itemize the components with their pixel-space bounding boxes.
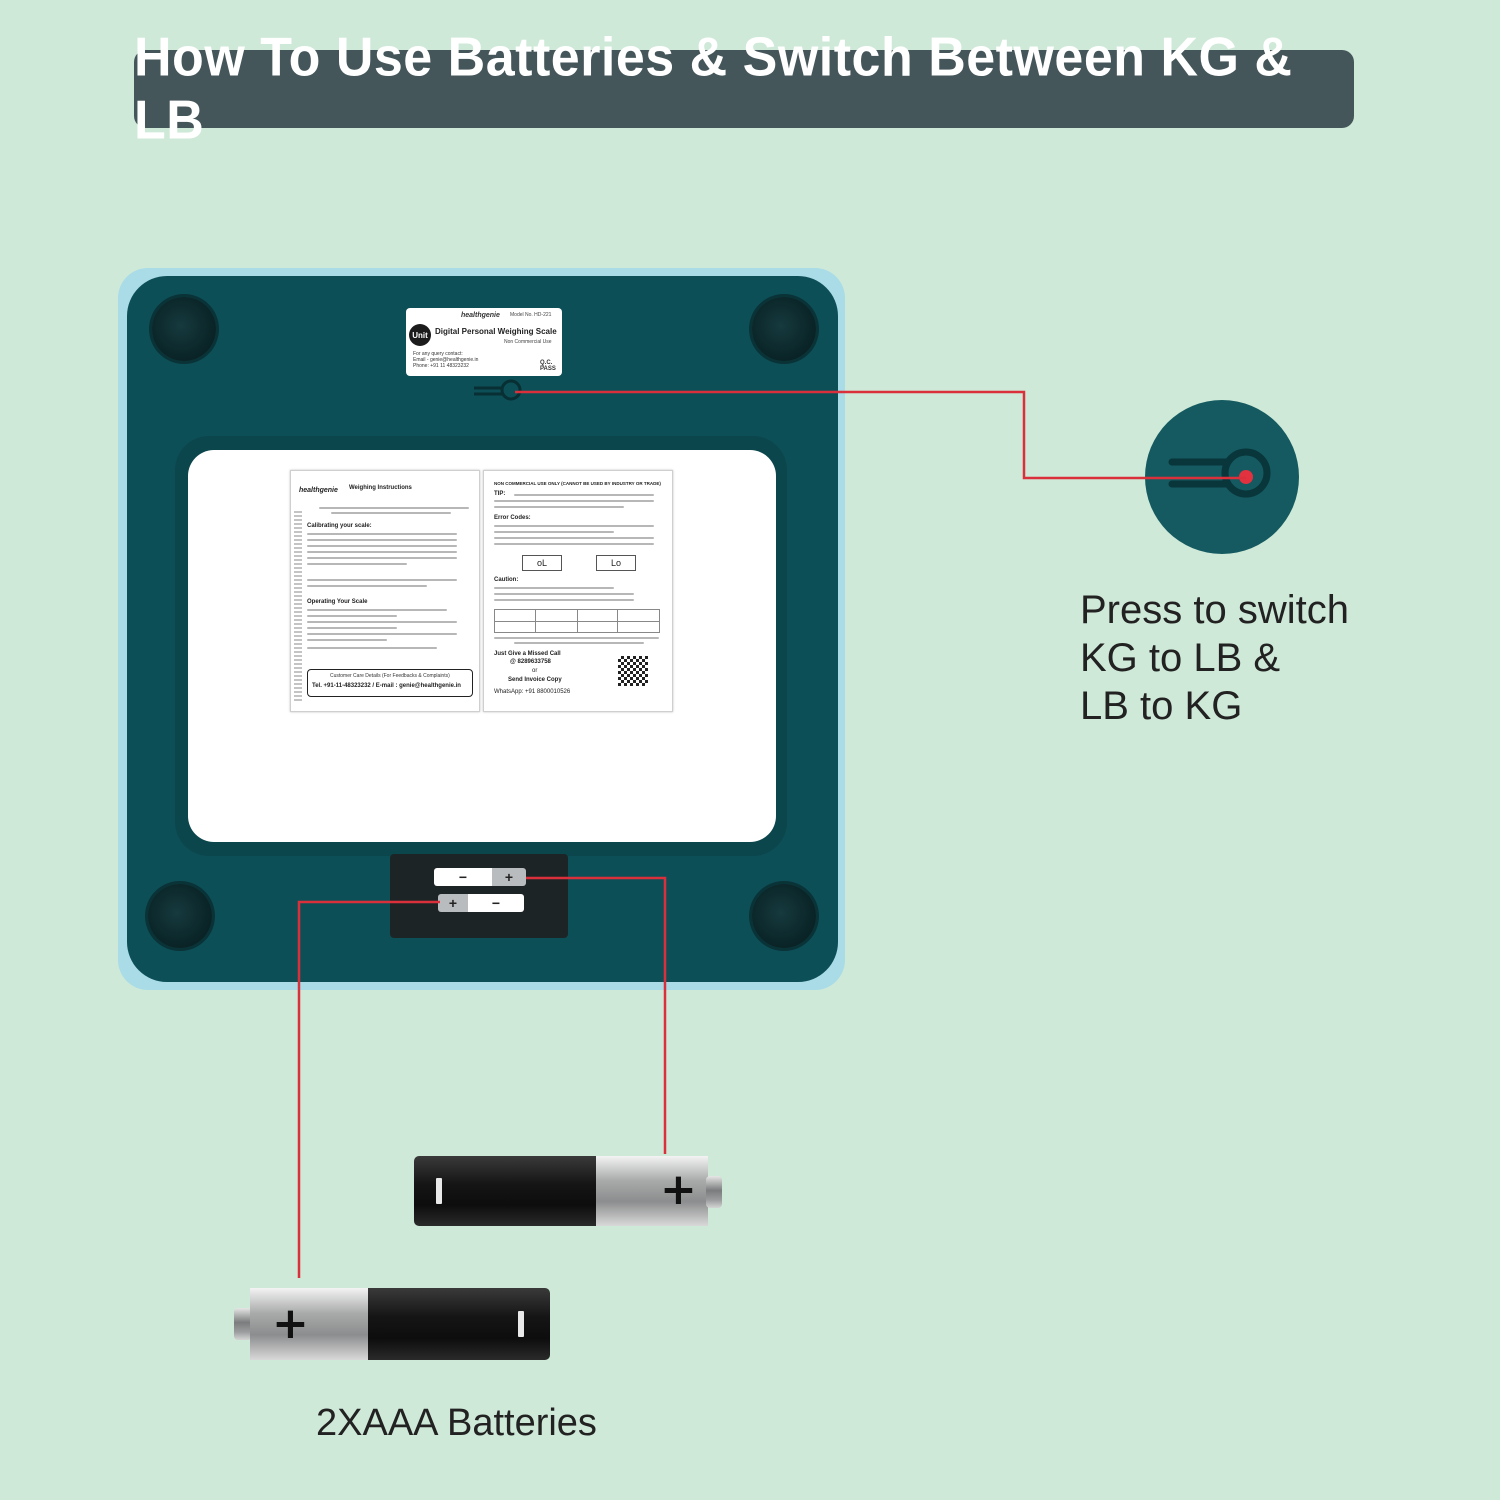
sheet-phone: @ 8289633758 (510, 659, 551, 665)
sheet-side-text (294, 511, 302, 701)
installed-battery-bottom: + − (438, 894, 524, 912)
error-code-ol: oL (522, 555, 562, 571)
battery-body (414, 1156, 596, 1226)
sheet-text-line (331, 512, 451, 514)
sheet-text-line (514, 494, 654, 496)
label-qc-pass: Q.C. PASS (540, 360, 556, 372)
qr-code-icon (618, 656, 648, 686)
instruction-sheet-right: NON COMMERCIAL USE ONLY (CANNOT BE USED … (483, 470, 673, 712)
product-label: Unit healthgenie Model No. HD-221 Digita… (406, 308, 562, 376)
sheet-invoice: Send Invoice Copy (508, 677, 562, 683)
sheet-or: or (532, 668, 538, 674)
sheet-error-codes: Error Codes: (494, 515, 531, 521)
instruction-line: KG to LB & (1080, 636, 1281, 680)
callout-line-unit (515, 390, 1246, 480)
sheet-text-line (307, 627, 397, 629)
plus-icon: + (272, 1298, 309, 1349)
sheet-text-line (307, 579, 457, 581)
sheet-logo: healthgenie (299, 487, 338, 494)
instruction-panel (188, 450, 776, 842)
sheet-missed-call: Just Give a Missed Call (494, 651, 561, 657)
minus-icon (436, 1178, 442, 1204)
sheet-text-line (307, 621, 457, 623)
instruction-line: Press to switch (1080, 588, 1349, 632)
sheet-caution: Caution: (494, 577, 519, 583)
plus-terminal: + (438, 894, 468, 912)
sheet-text-line (494, 531, 614, 533)
label-contact-line: Email - genie@healthgenie.in (413, 357, 479, 363)
label-usage: Non Commercial Use (504, 339, 552, 345)
sheet-text-line (307, 647, 437, 649)
customer-care-title: Customer Care Details (For Feedbacks & C… (330, 673, 450, 679)
customer-care-contact: Tel. +91-11-48323232 / E-mail : genie@he… (312, 683, 461, 689)
sheet-text-line (307, 639, 387, 641)
aaa-battery-2: + (232, 1288, 550, 1360)
label-contact-line: Phone: +91 11 48323232 (413, 363, 469, 369)
sheet-text-line (494, 593, 634, 595)
sheet-text-line (307, 633, 457, 635)
unit-switch-instruction: Press to switch KG to LB & LB to KG (1080, 586, 1480, 730)
sheet-section: Operating Your Scale (307, 599, 368, 605)
battery-label: 2XAAA Batteries (316, 1402, 597, 1444)
battery-compartment: − + + − (390, 854, 568, 938)
sheet-tip: TIP: (494, 491, 506, 497)
sheet-text-line (494, 537, 654, 539)
aaa-battery-1: + (414, 1156, 728, 1226)
sheet-text-line (307, 585, 427, 587)
scale-foot-top-left (152, 297, 216, 361)
sheet-text-line (319, 507, 469, 509)
plus-terminal: + (492, 868, 526, 886)
installed-battery-top: − + (434, 868, 526, 886)
sheet-text-line (307, 563, 407, 565)
sheet-text-line (494, 506, 624, 508)
sheet-text-line (307, 615, 397, 617)
sheet-text-line (307, 533, 457, 535)
scale-foot-bottom-right (752, 884, 816, 948)
unit-button-slot-icon (474, 379, 522, 401)
battery-tip (234, 1308, 252, 1340)
sheet-text-line (307, 539, 457, 541)
scale-foot-bottom-left (148, 884, 212, 948)
callout-line-battery-top (526, 876, 667, 1154)
label-contact-line: For any query contact: (413, 351, 463, 357)
label-contact: For any query contact: Email - genie@hea… (413, 351, 523, 369)
minus-terminal: − (434, 868, 492, 886)
sheet-text-line (307, 545, 457, 547)
minus-terminal: − (468, 894, 524, 912)
sheet-heading: Weighing Instructions (349, 485, 412, 491)
battery-tip (706, 1176, 722, 1208)
callout-line-battery-bottom (297, 900, 440, 1278)
sheet-text-line (307, 551, 457, 553)
sheet-text-line (307, 557, 457, 559)
scale-foot-top-right (752, 297, 816, 361)
plus-icon: + (660, 1164, 697, 1215)
sheet-whatsapp: WhatsApp: +91 8800010526 (494, 689, 571, 695)
instruction-line: LB to KG (1080, 684, 1243, 728)
unit-button-zoom-icon (1168, 448, 1271, 498)
sheet-section: Calibrating your scale: (307, 523, 372, 529)
battery-positive-end (250, 1288, 368, 1360)
sheet-text-line (494, 587, 614, 589)
error-code-lo: Lo (596, 555, 636, 571)
instruction-sheet-left: healthgenie Weighing Instructions Calibr… (290, 470, 480, 712)
customer-care-box: Customer Care Details (For Feedbacks & C… (307, 669, 473, 697)
sheet-text-line (494, 543, 654, 545)
page-title: How To Use Batteries & Switch Between KG… (134, 27, 1293, 151)
label-product-name: Digital Personal Weighing Scale (435, 327, 557, 336)
battery-positive-end (596, 1156, 708, 1226)
sheet-text-line (494, 637, 659, 639)
label-brand: healthgenie (461, 312, 500, 319)
unit-button-icon: Unit (409, 324, 431, 346)
sheet-text-line (494, 500, 654, 502)
sheet-text-line (494, 525, 654, 527)
sheet-text-line (494, 599, 634, 601)
sheet-text-line (514, 642, 644, 644)
sheet-text-line (307, 609, 447, 611)
weight-range-table (494, 609, 660, 633)
minus-icon (518, 1311, 524, 1337)
label-model: Model No. HD-221 (510, 312, 552, 318)
sheet-heading: NON COMMERCIAL USE ONLY (CANNOT BE USED … (494, 481, 661, 486)
title-banner: How To Use Batteries & Switch Between KG… (134, 27, 1354, 151)
